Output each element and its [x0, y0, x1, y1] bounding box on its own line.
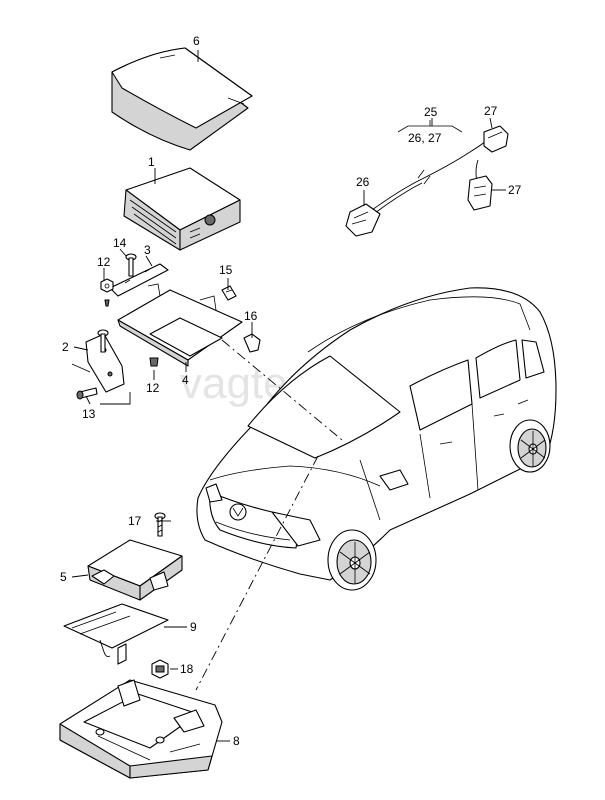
- label-parts-26-27: 26, 27: [408, 131, 442, 145]
- label-part-14: 14: [113, 236, 127, 250]
- label-part-17: 17: [128, 514, 142, 528]
- part-labels: 6 1 14 3 12 15 16 2 4 12 13 17 5 9 18 8 …: [60, 34, 522, 748]
- nut-part-12-bottom: [149, 357, 159, 367]
- label-part-1: 1: [148, 155, 155, 169]
- bracket-25: [397, 120, 463, 133]
- label-part-3: 3: [144, 243, 151, 257]
- screw-part-15: [221, 285, 237, 301]
- label-part-27-top: 27: [484, 104, 498, 118]
- label-part-12-top: 12: [97, 255, 111, 269]
- control-unit-part-1: [123, 167, 241, 251]
- nut-part-12-top: [100, 278, 114, 293]
- label-part-26: 26: [356, 175, 370, 189]
- label-part-27-bottom: 27: [508, 183, 522, 197]
- label-part-25: 25: [424, 105, 438, 119]
- label-part-15: 15: [219, 263, 233, 277]
- cover-part-6: [111, 47, 253, 151]
- label-part-16: 16: [244, 309, 258, 323]
- frame-part-4: [117, 283, 243, 367]
- small-screw-top: [104, 299, 110, 307]
- vehicle-outline: [196, 287, 557, 591]
- bracket-part-2: [71, 333, 125, 393]
- bracket-part-3: [109, 263, 169, 297]
- nut-part-18: [151, 659, 169, 679]
- label-part-9: 9: [190, 620, 197, 634]
- label-part-13: 13: [82, 407, 96, 421]
- leader-lines: [71, 50, 506, 742]
- screw-part-13: [76, 387, 98, 400]
- screw-part-13-top: [97, 329, 109, 353]
- clip-part-16: [243, 333, 261, 353]
- connector-part-26: [345, 203, 381, 237]
- label-part-4: 4: [182, 373, 189, 387]
- label-part-18: 18: [180, 662, 194, 676]
- bracket-part-9: [63, 603, 169, 665]
- tray-part-8: [59, 679, 223, 779]
- module-part-5: [87, 539, 183, 601]
- install-line-tray: [195, 455, 319, 691]
- screw-part-17: [154, 512, 166, 537]
- label-part-6: 6: [193, 34, 200, 48]
- label-part-5: 5: [60, 570, 67, 584]
- label-part-8: 8: [233, 734, 240, 748]
- connector-part-27-top: [483, 125, 509, 153]
- install-line-frame: [221, 339, 343, 441]
- screw-part-14: [125, 253, 137, 277]
- label-part-12-bottom: 12: [146, 381, 160, 395]
- label-part-2: 2: [62, 340, 69, 354]
- connector-part-27-bottom: [467, 175, 493, 211]
